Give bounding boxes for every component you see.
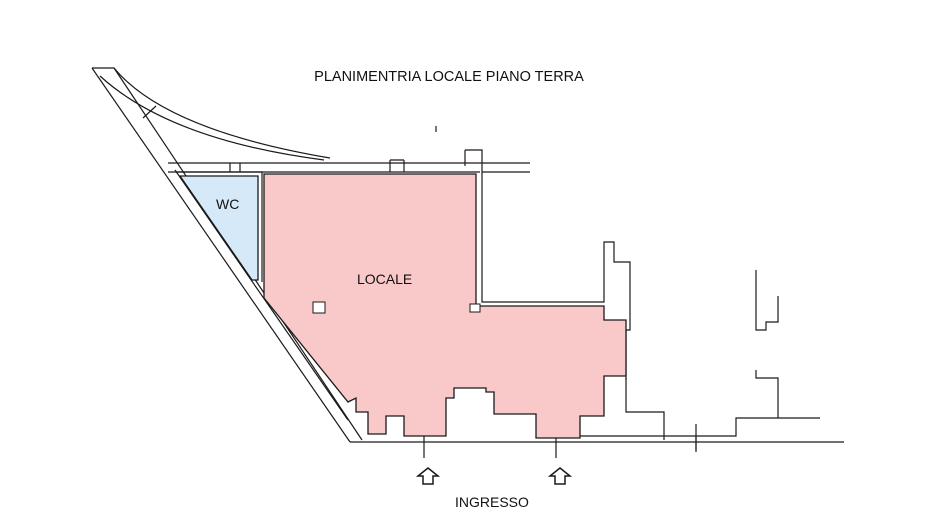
far-right-wall <box>755 270 779 418</box>
wc-room-label: WC <box>216 196 240 212</box>
bottom-facade-inner <box>580 417 820 450</box>
locale-room <box>263 173 627 439</box>
entrance-label: INGRESSO <box>455 494 529 510</box>
top-wall-openings <box>229 159 405 172</box>
column <box>312 301 326 314</box>
top-wall <box>168 162 530 173</box>
entrance-arrow-icon <box>415 467 441 485</box>
plan-title: PLANIMENTRIA LOCALE PIANO TERRA <box>314 69 584 85</box>
wc-wall <box>176 171 263 282</box>
diagonal-wall-3 <box>174 169 349 421</box>
right-edge-wall <box>625 378 665 440</box>
column <box>469 303 481 313</box>
diagonal-outer-wall <box>91 67 351 443</box>
right-block-wall <box>481 172 631 380</box>
wall-tick <box>142 105 157 119</box>
curved-inner-wall <box>99 75 325 161</box>
curved-outer-wall <box>92 67 331 159</box>
entrance-arrow-icon <box>547 467 573 485</box>
wc-room <box>178 175 259 281</box>
column-top <box>464 149 483 172</box>
locale-room-label: LOCALE <box>357 271 413 287</box>
